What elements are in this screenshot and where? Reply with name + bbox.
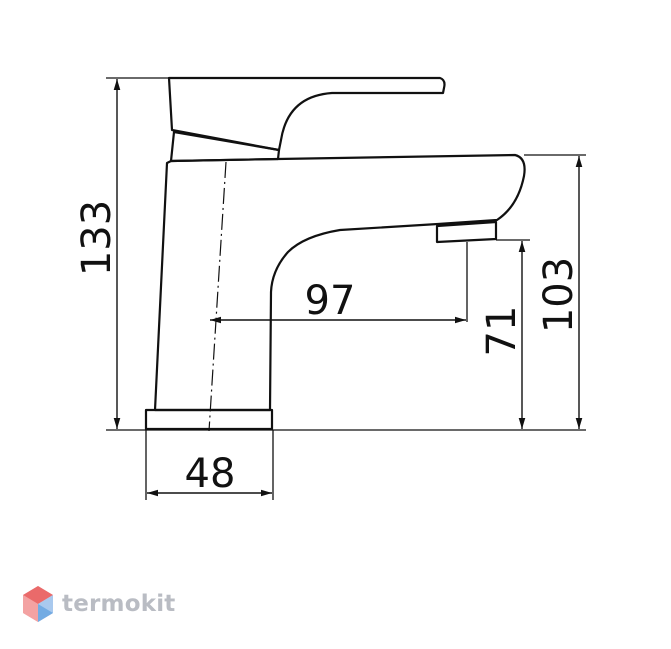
aerator	[435, 220, 498, 244]
brand-watermark: termokit	[22, 583, 175, 625]
hexagon-logo-icon	[23, 586, 53, 622]
dimension-lines	[113, 79, 583, 497]
extension-lines	[106, 77, 586, 500]
dim-label-133: 133	[74, 200, 120, 276]
dim-label-48: 48	[185, 451, 236, 497]
body-center-line	[208, 161, 227, 432]
handle-collar	[169, 130, 281, 163]
dim-label-71: 71	[479, 306, 525, 357]
dim-label-97: 97	[305, 278, 356, 324]
brand-name: termokit	[62, 591, 176, 617]
faucet-body	[153, 153, 526, 412]
dim-label-103: 103	[536, 257, 582, 333]
faucet-outline	[144, 76, 526, 431]
handle-lever	[167, 76, 446, 152]
